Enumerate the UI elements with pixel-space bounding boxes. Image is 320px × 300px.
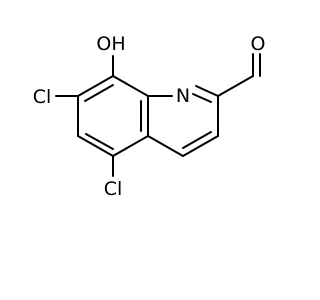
bond-c4-c4a xyxy=(147,135,184,157)
hydroxyl-label: OH xyxy=(96,33,125,55)
bond-c3-c4 xyxy=(182,135,219,157)
aldehyde-oxygen-label: O xyxy=(251,33,266,55)
bond-c8-c7 xyxy=(77,75,114,97)
bond-n1-c2-inner xyxy=(192,93,212,103)
atom-label-layer: OH N O Cl Cl xyxy=(33,33,266,200)
bond-c8-c8a xyxy=(112,75,149,97)
chemical-structure-diagram: OH N O Cl Cl xyxy=(33,33,266,200)
chlorine-lower-label: Cl xyxy=(104,178,123,200)
bond-c6-c5 xyxy=(77,135,114,157)
nitrogen-label: N xyxy=(176,85,190,107)
bond-layer xyxy=(55,53,261,177)
bond-c6-c5-inner xyxy=(85,133,114,150)
chlorine-upper-label: Cl xyxy=(33,86,52,108)
bond-n1-c2 xyxy=(195,85,219,97)
bond-c3-c4-inner xyxy=(182,131,212,149)
bond-c5-c4a xyxy=(112,135,149,157)
bond-c2-cho xyxy=(217,75,254,97)
bond-c8-c7-inner xyxy=(84,84,114,102)
